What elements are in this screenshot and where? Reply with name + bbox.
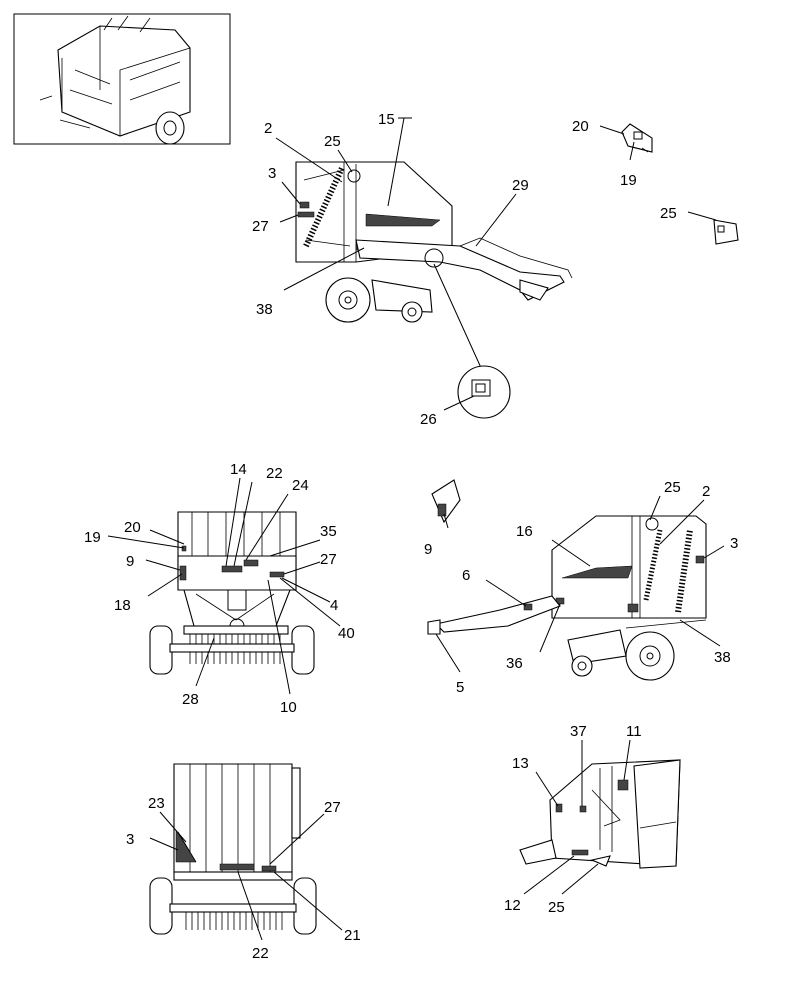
side-view-right-top: 15 2 25 3 27 29 38 26 [252, 111, 573, 428]
callout-25-front-left: 25 [548, 899, 565, 916]
callout-6: 6 [462, 567, 470, 584]
callout-25-left: 25 [664, 479, 681, 496]
decal-24-shape [243, 559, 259, 567]
decal-13-shape [555, 803, 563, 813]
callout-10: 10 [280, 699, 297, 716]
callout-20-rear: 20 [124, 519, 141, 536]
callout-37: 37 [570, 723, 587, 740]
callout-38-left: 38 [714, 649, 731, 666]
decal-15-shape [365, 213, 441, 227]
callout-36: 36 [506, 655, 523, 672]
decal-14-22-shape [221, 565, 243, 573]
callout-14: 14 [230, 461, 247, 478]
callout-2: 2 [264, 120, 272, 137]
detail-view-decal-25: 25 [660, 205, 739, 245]
callout-16: 16 [516, 523, 533, 540]
callout-23: 23 [148, 795, 165, 812]
decal-6-shape [523, 603, 533, 611]
decal-12-shape [571, 849, 589, 856]
decal-22-shape-front [219, 863, 255, 871]
callout-4: 4 [330, 597, 338, 614]
decal-27-shape-rear [269, 571, 285, 578]
rear-view: 14 22 24 19 20 35 9 27 18 4 40 28 10 [84, 461, 355, 716]
front-left-view: 37 11 13 12 25 [504, 723, 681, 916]
callout-3-left: 3 [730, 535, 738, 552]
callout-18: 18 [114, 597, 131, 614]
decal-21-shape [261, 865, 277, 872]
side-view-left: 25 2 9 16 3 6 36 38 5 [424, 479, 738, 696]
callout-21: 21 [344, 927, 361, 944]
front-view: 23 27 3 21 22 [126, 763, 361, 962]
callout-22-front: 22 [252, 945, 269, 962]
callout-9-detail: 9 [424, 541, 432, 558]
decal-3-shape-left [695, 555, 705, 564]
callout-13: 13 [512, 755, 529, 772]
callout-40: 40 [338, 625, 355, 642]
callout-38: 38 [256, 301, 273, 318]
callout-35: 35 [320, 523, 337, 540]
decal-18-shape [179, 565, 187, 581]
callout-3: 3 [268, 165, 276, 182]
callout-12: 12 [504, 897, 521, 914]
detail-view-decals-19-20: 20 19 [572, 118, 653, 189]
callout-25-detail: 25 [660, 205, 677, 222]
callout-11: 11 [626, 723, 642, 740]
decal-16-shape [561, 565, 633, 579]
callout-25: 25 [324, 133, 341, 150]
callout-26: 26 [420, 411, 437, 428]
callout-22: 22 [266, 465, 283, 482]
callout-27-front: 27 [324, 799, 341, 816]
decal-11-shape [617, 779, 629, 791]
overview-inset [13, 13, 231, 145]
callout-15: 15 [378, 111, 395, 128]
decal-37-shape [579, 805, 587, 813]
callout-9: 9 [126, 553, 134, 570]
callout-2-left: 2 [702, 483, 710, 500]
decal-9-shape-detail [437, 503, 447, 517]
decal-27-shape [297, 211, 315, 218]
callout-28: 28 [182, 691, 199, 708]
decal-38-shape-left [627, 603, 639, 613]
callout-19: 19 [620, 172, 637, 189]
callout-5: 5 [456, 679, 464, 696]
decal-3-shape [299, 201, 310, 209]
callout-19-rear: 19 [84, 529, 101, 546]
callout-27-rear: 27 [320, 551, 337, 568]
callout-3-front: 3 [126, 831, 134, 848]
callout-20: 20 [572, 118, 589, 135]
callout-27: 27 [252, 218, 269, 235]
callout-24: 24 [292, 477, 309, 494]
callout-29: 29 [512, 177, 529, 194]
